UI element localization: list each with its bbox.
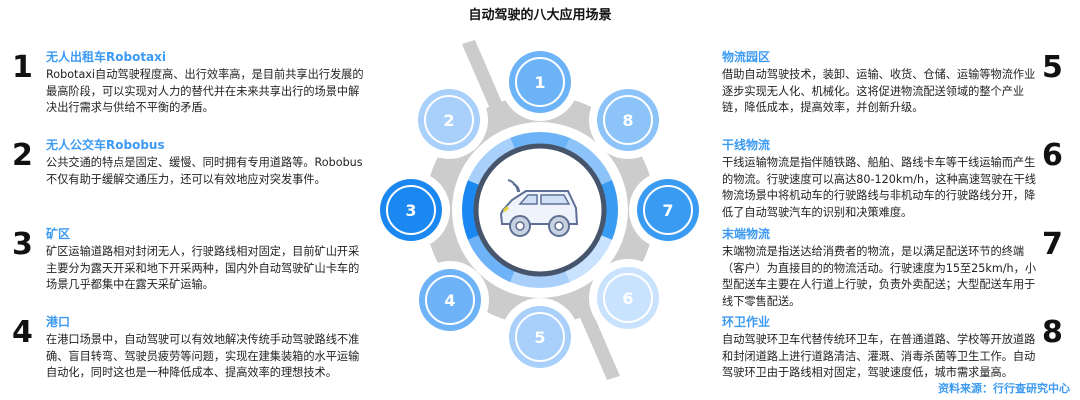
scenario-heading: 末端物流: [722, 227, 771, 241]
scenario-circle-5: 5: [501, 298, 579, 376]
scenario-block: 干线物流干线运输物流是指伴随铁路、船舶、路线卡车等干线运输而产生的物流。行驶速度…: [722, 136, 1042, 221]
ring-segment: [467, 137, 515, 185]
circle-number: 1: [534, 73, 545, 92]
page-title: 自动驾驶的八大应用场景: [468, 8, 612, 23]
scenario-heading: 物流园区: [722, 50, 771, 64]
circle-number: 6: [622, 289, 633, 308]
circle-number: 7: [662, 201, 673, 220]
scenario-number: 3: [12, 227, 33, 262]
ring-segment: [600, 180, 618, 240]
scenario-heading: 干线物流: [722, 138, 771, 152]
scenario-description: 矿区运输道路相对封闭无人，行驶路线相对固定，目前矿山开采主要分为露天开采和地下开…: [46, 245, 360, 291]
scenario-number: 4: [12, 315, 33, 350]
scenario-block: 港口在港口场景中，自动驾驶可以有效地解决传统手动驾驶路线不准确、盲目转弯、驾驶员…: [46, 313, 366, 382]
scenario-circle-8: 8: [589, 81, 667, 159]
scenario-circle-1: 1: [501, 43, 579, 121]
scenario-description: 干线运输物流是指伴随铁路、船舶、路线卡车等干线运输而产生的物流。行驶速度可以高达…: [722, 156, 1036, 219]
circle-number: 4: [444, 291, 455, 310]
scenario-block: 末端物流末端物流是指送达给消费者的物流，是以满足配送环节的终端（客户）为直接目的…: [722, 225, 1042, 310]
scenario-circle-7: 7: [629, 171, 707, 249]
circle-number: 3: [405, 201, 416, 220]
car-icon: [499, 179, 579, 237]
scenario-block: 无人公交车Robobus 公共交通的特点是固定、缓慢、同时拥有专用道路等。Robo…: [46, 136, 366, 188]
scenario-number: 2: [12, 138, 33, 173]
ring-segment: [565, 235, 613, 283]
scenario-heading: 矿区: [46, 227, 71, 241]
scenario-heading: 环卫作业: [722, 315, 771, 329]
scenario-heading: 港口: [46, 315, 71, 329]
scenario-description: 自动驾驶环卫车代替传统环卫车，在普通道路、学校等开放道路和封闭道路上进行道路清洁…: [722, 333, 1036, 379]
ring-segment: [462, 180, 480, 240]
scenario-number: 1: [12, 50, 33, 85]
scenario-number: 6: [1042, 138, 1063, 173]
scenario-description: 末端物流是指送达给消费者的物流，是以满足配送环节的终端（客户）为直接目的的物流活…: [722, 245, 1037, 308]
scenario-block: 物流园区借助自动驾驶技术，装卸、运输、收货、仓储、运输等物流作业逐步实现无人化、…: [722, 48, 1042, 117]
scenario-circle-6: 6: [589, 259, 667, 337]
scenario-circle-2: 2: [410, 81, 488, 159]
ring-segment: [510, 132, 570, 150]
scenario-description: Robotaxi自动驾驶程度高、出行效率高，是目前共享出行发展的最高阶段，可以实…: [46, 68, 364, 114]
scenario-number: 8: [1042, 315, 1063, 350]
scenario-description: 借助自动驾驶技术，装卸、运输、收货、仓储、运输等物流作业逐步实现无人化、机械化。…: [722, 68, 1036, 114]
scenario-block: 环卫作业自动驾驶环卫车代替传统环卫车，在普通道路、学校等开放道路和封闭道路上进行…: [722, 313, 1042, 382]
scenario-circle-3: 3: [372, 171, 450, 249]
circle-number: 8: [622, 111, 633, 130]
ring-segment: [510, 270, 570, 288]
scenario-block: 矿区矿区运输道路相对封闭无人，行驶路线相对固定，目前矿山开采主要分为露天开采和地…: [46, 225, 366, 294]
scenario-circle-4: 4: [411, 261, 489, 339]
scenario-heading: 无人公交车Robobus: [46, 138, 165, 152]
scenario-description: 公共交通的特点是固定、缓慢、同时拥有专用道路等。Robobus不仅有助于缓解交通…: [46, 156, 363, 186]
circle-number: 5: [534, 328, 545, 347]
ring-segment: [467, 235, 515, 283]
scenario-number: 5: [1042, 50, 1063, 85]
scenario-number: 7: [1042, 227, 1063, 262]
scenario-heading: 无人出租车Robotaxi: [46, 50, 167, 64]
source-note: 资料来源：行行查研究中心: [938, 382, 1070, 395]
scenario-description: 在港口场景中，自动驾驶可以有效地解决传统手动驾驶路线不准确、盲目转弯、驾驶员疲劳…: [46, 333, 360, 379]
ring-segment: [565, 137, 613, 185]
circle-number: 2: [443, 111, 454, 130]
